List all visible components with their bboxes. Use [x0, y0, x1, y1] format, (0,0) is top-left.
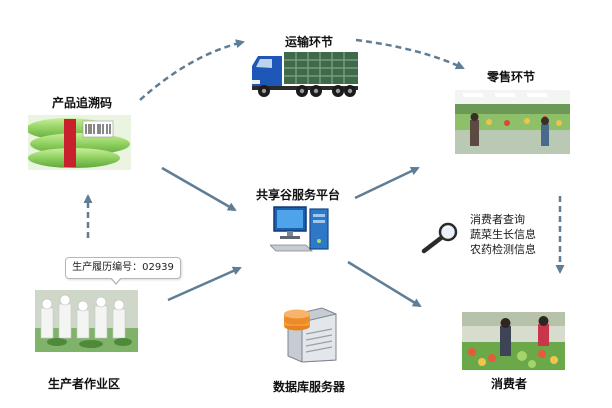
magnifying-glass-icon [421, 222, 458, 254]
label-database: 数据库服务器 [273, 380, 346, 394]
label-transport: 运输环节 [285, 35, 334, 49]
label-platform: 共享谷服务平台 [256, 188, 341, 202]
label-trace-code: 产品追溯码 [52, 96, 113, 110]
arrow-producer-to-platform [167, 266, 242, 302]
consumer-market-photo [462, 312, 565, 370]
label-consumer: 消费者 [491, 377, 528, 391]
label-producer: 生产者作业区 [48, 377, 121, 391]
computer-icon [270, 206, 329, 252]
produce-barcode-photo [28, 115, 131, 170]
query-line-pesticide: 农药检测信息 [470, 243, 536, 256]
producer-workarea-photo [35, 290, 138, 352]
arrow-platform-to-consumer [347, 260, 422, 308]
truck-icon [252, 52, 358, 97]
label-retail: 零售环节 [487, 70, 536, 84]
arrow-trace-to-platform [161, 166, 237, 212]
arrow-trace-to-transport [139, 39, 245, 101]
query-line-consumer: 消费者查询 [470, 213, 525, 226]
query-line-growth: 蔬菜生长信息 [470, 228, 536, 241]
arrow-transport-to-retail [355, 38, 465, 70]
record-number-callout: 生产履历编号：02939 [65, 257, 181, 285]
database-server-icon [284, 307, 337, 363]
arrow-platform-to-retail [354, 166, 420, 200]
retail-store-photo [455, 90, 570, 154]
